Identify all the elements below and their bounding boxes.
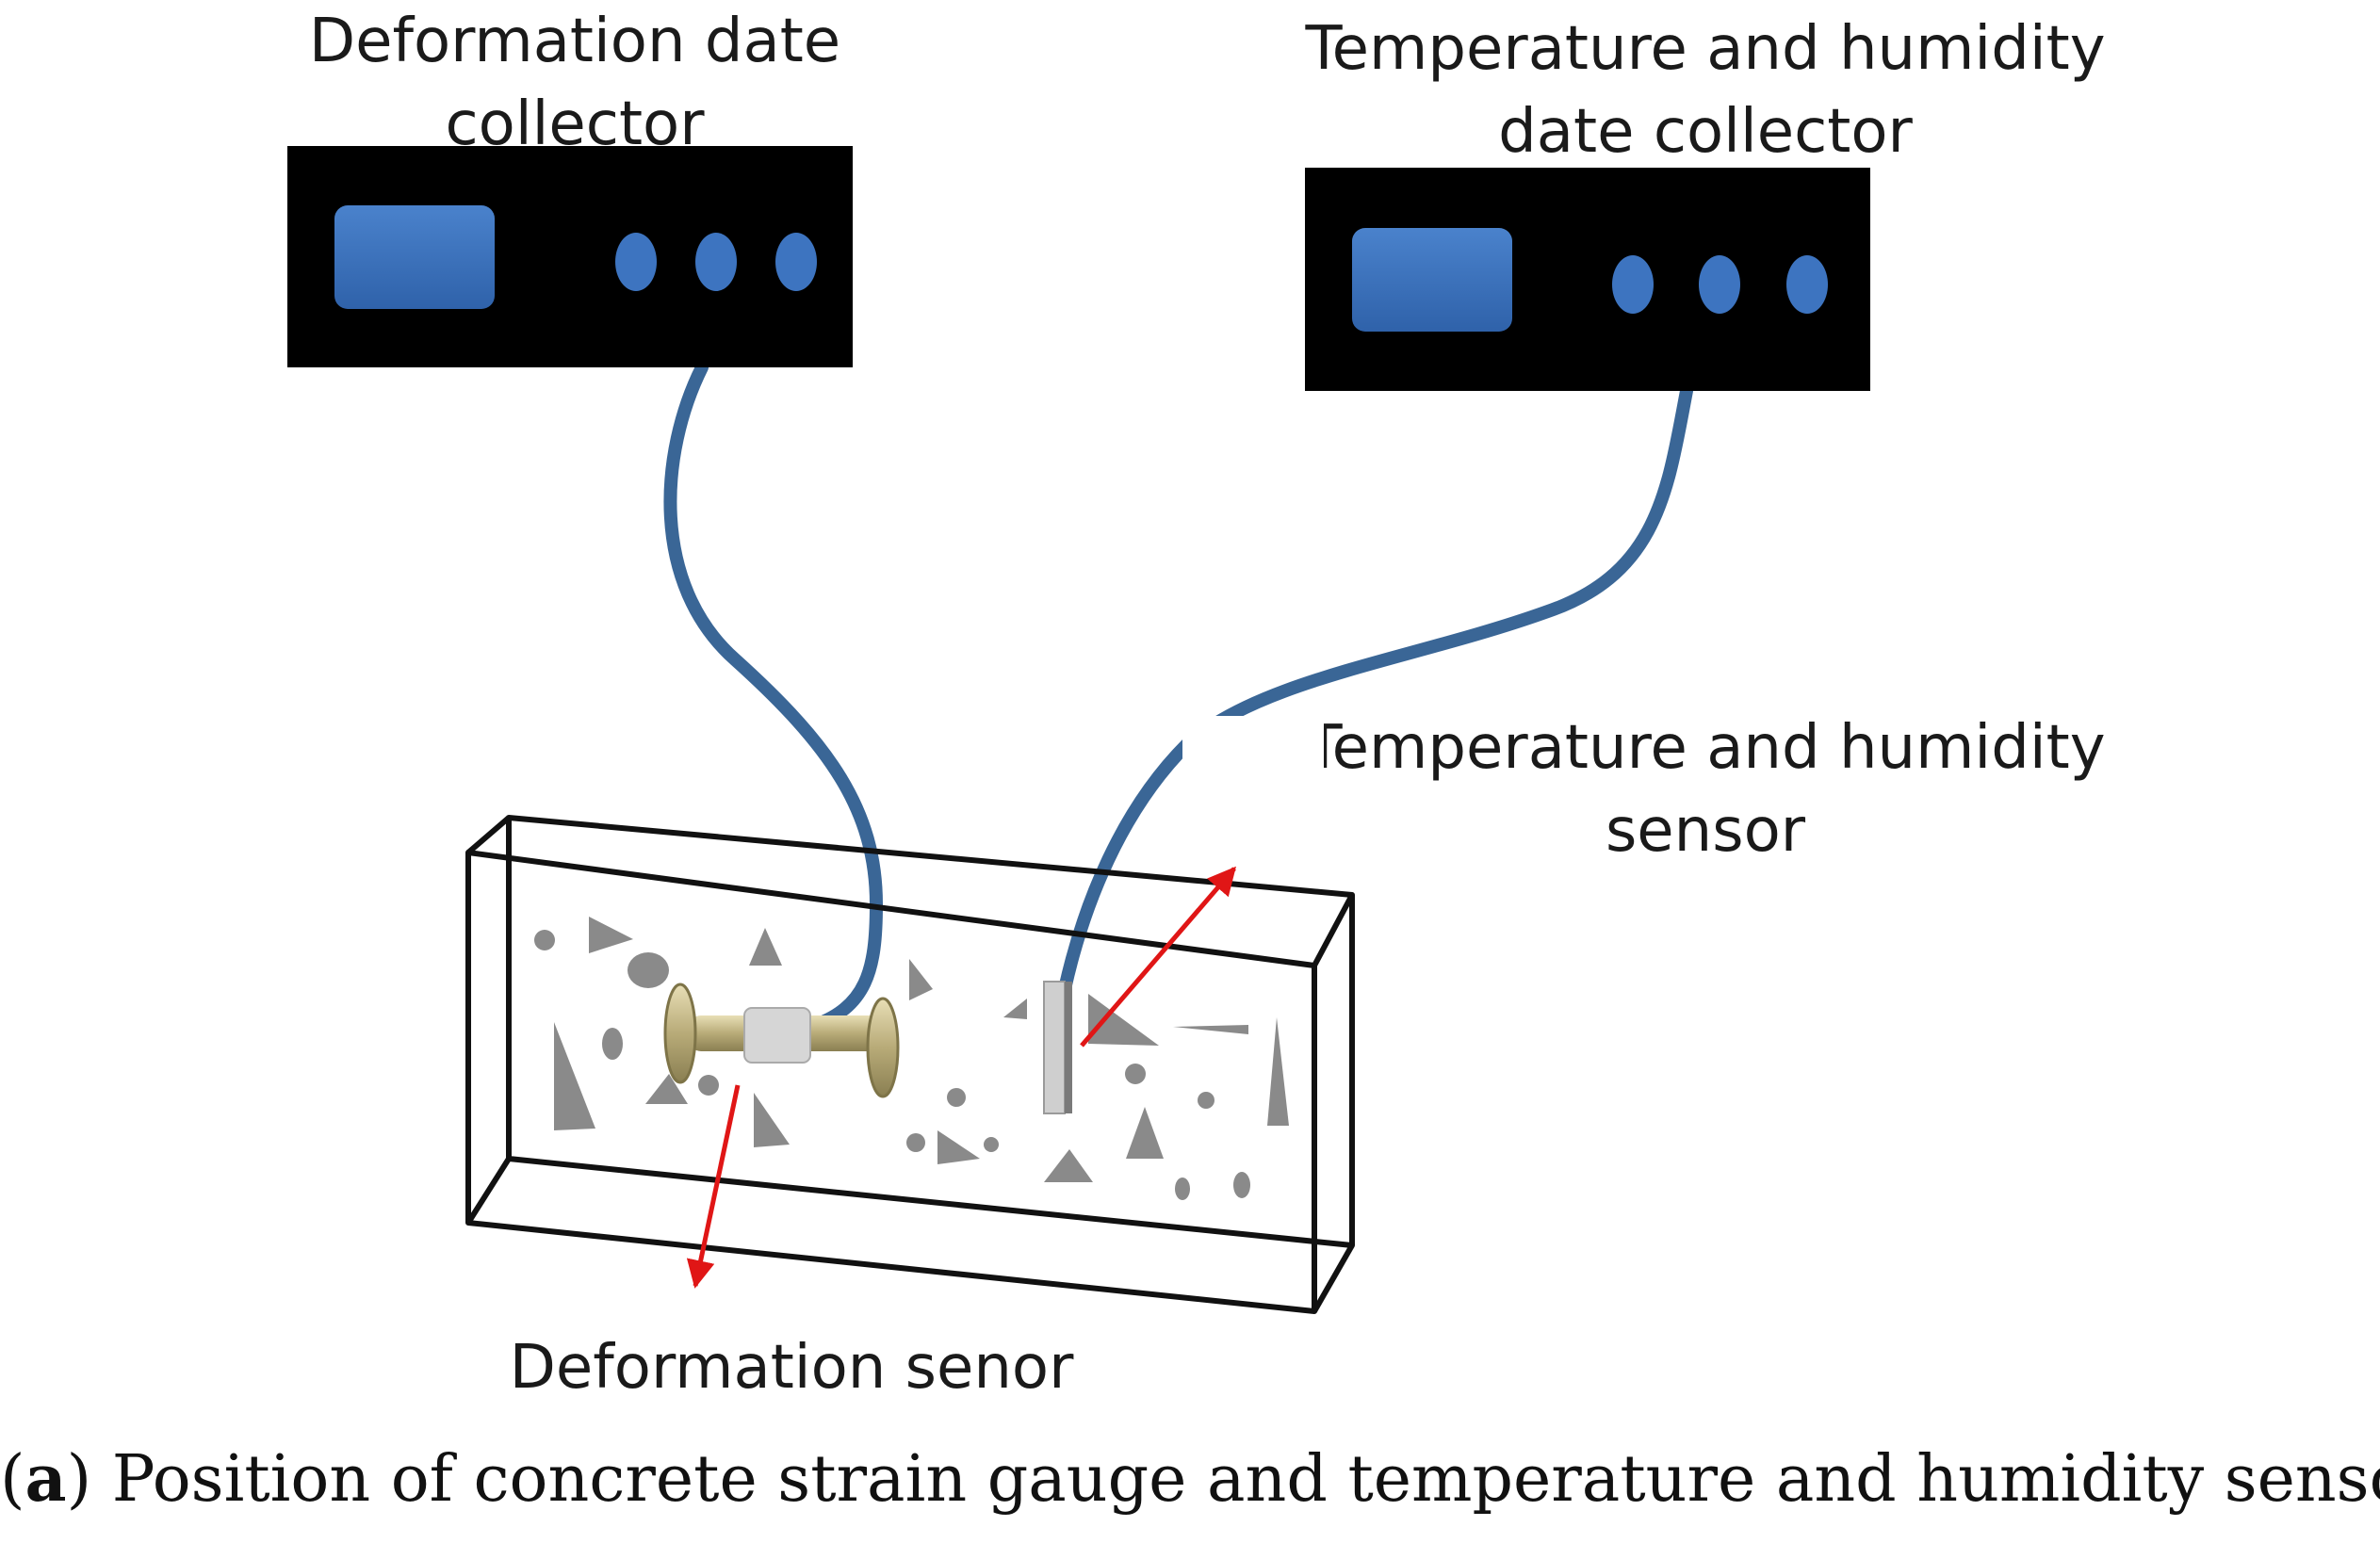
- th-collector-button-2: [1699, 255, 1740, 314]
- deformation-collector-label: Deformation date collector: [226, 0, 923, 166]
- caption-open-paren: (: [0, 1442, 25, 1517]
- strain-gauge-sleeve: [743, 1007, 811, 1064]
- th-collector-label-line2: date collector: [1498, 97, 1913, 167]
- th-collector-label-line1: Temperature and humidity: [1305, 14, 2106, 84]
- figure-caption: (a) Position of concrete strain gauge an…: [0, 1432, 2380, 1527]
- caption-text: Position of concrete strain gauge and te…: [91, 1442, 2380, 1517]
- deformation-sensor-arrow: [686, 1084, 741, 1289]
- th-sensor-label: Temperature and humidity sensor: [1253, 707, 2158, 872]
- caption-close-paren: ): [66, 1442, 92, 1517]
- th-collector-button-3: [1786, 255, 1828, 314]
- th-collector-button-1: [1612, 255, 1654, 314]
- th-collector-display: [1352, 228, 1512, 332]
- deformation-collector-button-2: [695, 233, 737, 291]
- th-probe-body: [1043, 981, 1066, 1114]
- aggregate-particles: [534, 917, 1289, 1200]
- th-collector-label: Temperature and humidity date collector: [1253, 8, 2158, 173]
- deformation-collector-button-1: [615, 233, 657, 291]
- label-backdrop: [1182, 716, 1324, 782]
- th-sensor-label-line1: Temperature and humidity: [1305, 713, 2106, 783]
- deformation-collector-label-line1: Deformation date: [308, 7, 841, 76]
- deformation-sensor-label: Deformation senor: [433, 1326, 1149, 1409]
- th-collector: [1305, 168, 1870, 391]
- strain-gauge-flange-right: [866, 997, 900, 1098]
- strain-gauge: [663, 983, 900, 1098]
- deformation-collector-button-3: [775, 233, 817, 291]
- deformation-collector-display: [334, 205, 495, 309]
- caption-letter: a: [24, 1441, 67, 1517]
- th-cable: [1058, 384, 1693, 996]
- th-sensor-label-line2: sensor: [1605, 796, 1806, 866]
- th-probe: [1043, 981, 1072, 1114]
- deformation-sensor-label-text: Deformation senor: [509, 1333, 1074, 1403]
- concrete-specimen: [465, 815, 1355, 1314]
- strain-gauge-flange-left: [663, 983, 697, 1084]
- th-sensor-arrow: [1080, 866, 1236, 1048]
- th-probe-edge: [1065, 982, 1072, 1113]
- deformation-collector: [287, 146, 853, 367]
- deformation-cable: [663, 361, 884, 1033]
